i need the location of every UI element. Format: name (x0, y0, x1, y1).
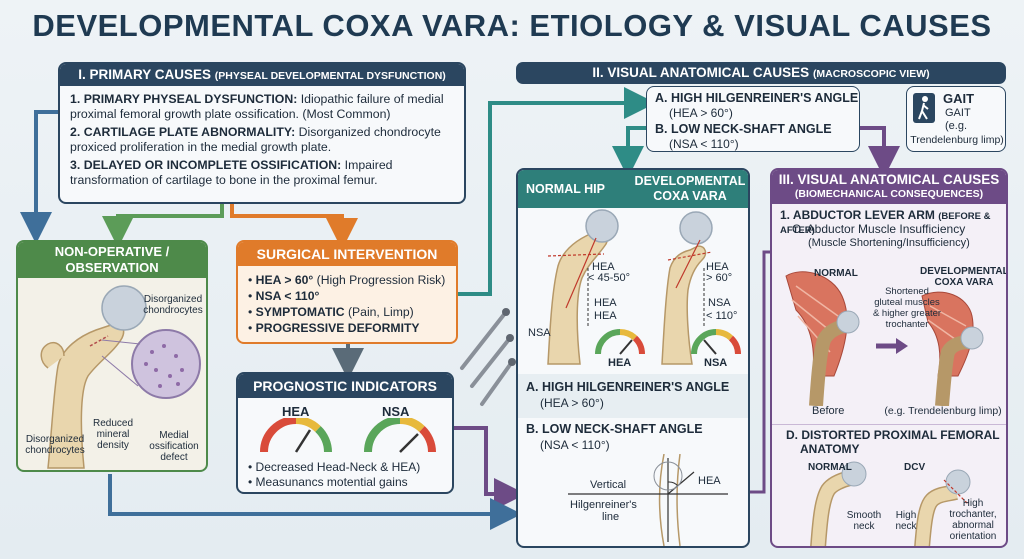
surgical-item-3: • SYMPTOMATIC (Pain, Limp) (248, 305, 414, 319)
normal2-label: NORMAL (808, 462, 852, 473)
middle-b-sub: (NSA < 110°) (540, 438, 610, 452)
middle-gauge-nsa (691, 329, 741, 355)
prognostic-bullet-2: • Measunancs motential gains (248, 475, 408, 489)
middle-gauge-hea-label: HEA (608, 357, 632, 369)
nsa-dcv-2: < 110° (706, 310, 738, 322)
gauge-hea (260, 418, 332, 453)
surgical-screws (460, 310, 514, 406)
arrow-nonop-to-middle (108, 474, 522, 530)
tab-dcv: DEVELOPMENTAL COXA VARA (634, 174, 746, 203)
nonop-label-mineral: Reduced mineral density (92, 418, 134, 451)
arrow-primary-to-nonop (20, 110, 58, 244)
prognostic-bullet-1: • Decreased Head-Neck & HEA) (248, 460, 421, 474)
nonop-header: NON-OPERATIVE / OBSERVATION (18, 242, 206, 278)
arrow-middle-to-biomech (750, 250, 770, 494)
primary-causes-header: I. PRIMARY CAUSES (PHYSEAL DEVELOPMENTAL… (60, 64, 464, 86)
surgical-item-4: • PROGRESSIVE DEFORMITY (248, 321, 420, 335)
middle-b-title: B. LOW NECK-SHAFT ANGLE (526, 422, 703, 436)
primary-item-1: 1. PRIMARY PHYSEAL DYSFUNCTION: Idiopath… (70, 92, 444, 121)
biomech-item-d: D. DISTORTED PROXIMAL FEMORAL ANATOMY (786, 428, 1000, 456)
nonop-panel: NON-OPERATIVE / OBSERVATION Disorganized… (16, 240, 208, 472)
nonop-label-disorganized-top: Disorganized chondrocytes (143, 294, 203, 316)
trendelenburg-label: (e.g. Trendelenburg limp) (884, 405, 1002, 417)
hilgen-line-label-2: line (602, 511, 620, 523)
primary-item-3: 3. DELAYED OR INCOMPLETE OSSIFICATION: I… (70, 158, 393, 187)
middle-a-sub: (HEA > 60°) (540, 396, 604, 410)
high-neck-label: High neck (895, 510, 917, 532)
primary-item-2: 2. CARTILAGE PLATE ABNORMALITY: Disorgan… (70, 125, 441, 154)
nonop-femur-illustration (40, 285, 201, 469)
shortened-gluteal-label: Shortened gluteal muscles & higher great… (872, 286, 942, 330)
prognostic-panel: PROGNOSTIC INDICATORS HEA NSA • Decrease… (236, 372, 454, 494)
arrow-callout-to-middle (612, 126, 648, 178)
hip-comparison-panel: NORMAL HIP DEVELOPMENTAL COXA VARA (516, 168, 750, 548)
primary-header-label: I. PRIMARY CAUSES (78, 67, 211, 82)
before-label: Before (812, 405, 845, 417)
nsa-left-label: NSA (528, 327, 551, 339)
arrow-primary-to-nonop-green (102, 204, 224, 248)
primary-header-sub: (PHYSEAL DEVELOPMENTAL DYSFUNCTION) (214, 70, 446, 82)
high-trochanter-label: High trochanter, abnormal orientation (949, 498, 997, 542)
biomech-item-1: 1. ABDUCTOR LEVER ARM (BEFORE & AFTER) (780, 208, 991, 236)
smooth-neck-label: Smooth neck (846, 510, 882, 532)
biomech-item-c: C. Abductor Muscle Insufficiency (792, 222, 966, 236)
middle-a-band: A. HIGH HILGENREINER'S ANGLE (HEA > 60°) (518, 374, 748, 418)
nonop-label-disorganized-bottom: Disorganized chondrocytes (25, 434, 85, 456)
arrow-surgical-to-visual (458, 87, 656, 296)
hea-dcv-1: HEA (706, 261, 729, 273)
prognostic-gauge-nsa-label: NSA (382, 404, 410, 419)
hip-tabs-header: NORMAL HIP DEVELOPMENTAL COXA VARA (518, 170, 748, 208)
vertical-label: Vertical (590, 479, 627, 491)
proximal-femur-comparison (810, 461, 971, 546)
prognostic-gauges (260, 418, 436, 453)
hip-comparison-illustration (547, 209, 741, 365)
biomech-normal-label: NORMAL (814, 268, 858, 279)
surgical-panel: SURGICAL INTERVENTION • HEA > 60° (High … (236, 240, 458, 344)
hea-normal-1: HEA (592, 261, 615, 273)
hilgenreiner-diagram (568, 454, 728, 546)
callout-a-sub: (HEA > 60°) (669, 106, 733, 120)
biomech-item-c-sub: (Muscle Shortening/Insufficiency) (808, 237, 970, 249)
prognostic-gauge-hea-label: HEA (282, 404, 310, 419)
gait-sub-3: Trendelenburg limp) (910, 134, 1004, 146)
nonop-label-medial: Medial ossification defect (149, 430, 199, 463)
middle-a-title: A. HIGH HILGENREINER'S ANGLE (526, 380, 730, 394)
walking-person-icon (913, 93, 935, 123)
hea-dcv-2: > 60° (706, 272, 733, 284)
prognostic-header: PROGNOSTIC INDICATORS (238, 374, 452, 398)
surgical-item-2: • NSA < 110° (248, 289, 320, 303)
abductor-muscle-illustration (785, 271, 984, 406)
dcv-label: DCV (904, 462, 926, 473)
middle-gauge-hea (595, 329, 645, 355)
biomech-header: III. VISUAL ANATOMICAL CAUSES (BIOMECHAN… (772, 170, 1006, 204)
hea-normal-2: < 45-50° (588, 272, 631, 284)
gait-sub-2: (e.g. (945, 120, 968, 132)
hea-normal-3: HEA (594, 297, 617, 309)
hea-normal-4: HEA (594, 310, 617, 322)
arrow-callout-to-biomech (860, 126, 900, 178)
callout-b-title: B. LOW NECK-SHAFT ANGLE (655, 122, 832, 136)
gauge-nsa (364, 418, 436, 453)
callout-b-sub: (NSA < 110°) (669, 137, 739, 151)
surgical-item-1: • HEA > 60° (High Progression Risk) (248, 273, 446, 287)
biomech-panel: III. VISUAL ANATOMICAL CAUSES (BIOMECHAN… (770, 168, 1008, 548)
primary-causes-panel: I. PRIMARY CAUSES (PHYSEAL DEVELOPMENTAL… (58, 62, 466, 204)
gait-box: GAIT GAIT (e.g. Trendelenburg limp) (906, 86, 1006, 152)
surgical-header: SURGICAL INTERVENTION (238, 242, 456, 266)
callout-a-title: A. HIGH HILGENREINER'S ANGLE (655, 91, 859, 105)
gait-sub-1: GAIT (945, 107, 971, 119)
visual-causes-header: II. VISUAL ANATOMICAL CAUSES (MACROSCOPI… (516, 62, 1006, 84)
nsa-dcv-1: NSA (708, 297, 731, 309)
gait-title: GAIT (943, 91, 975, 106)
arrow-primary-to-surgical (230, 204, 358, 250)
arrow-prognostic-to-middle (452, 426, 526, 510)
hea-small-label: HEA (698, 475, 721, 487)
page-title: DEVELOPMENTAL COXA VARA: ETIOLOGY & VISU… (32, 8, 992, 43)
tab-normal-hip: NORMAL HIP (526, 182, 605, 196)
middle-gauge-nsa-label: NSA (704, 357, 728, 369)
visual-callout-box: A. HIGH HILGENREINER'S ANGLE (HEA > 60°)… (646, 86, 860, 152)
hilgen-line-label-1: Hilgenreiner's (570, 499, 637, 511)
